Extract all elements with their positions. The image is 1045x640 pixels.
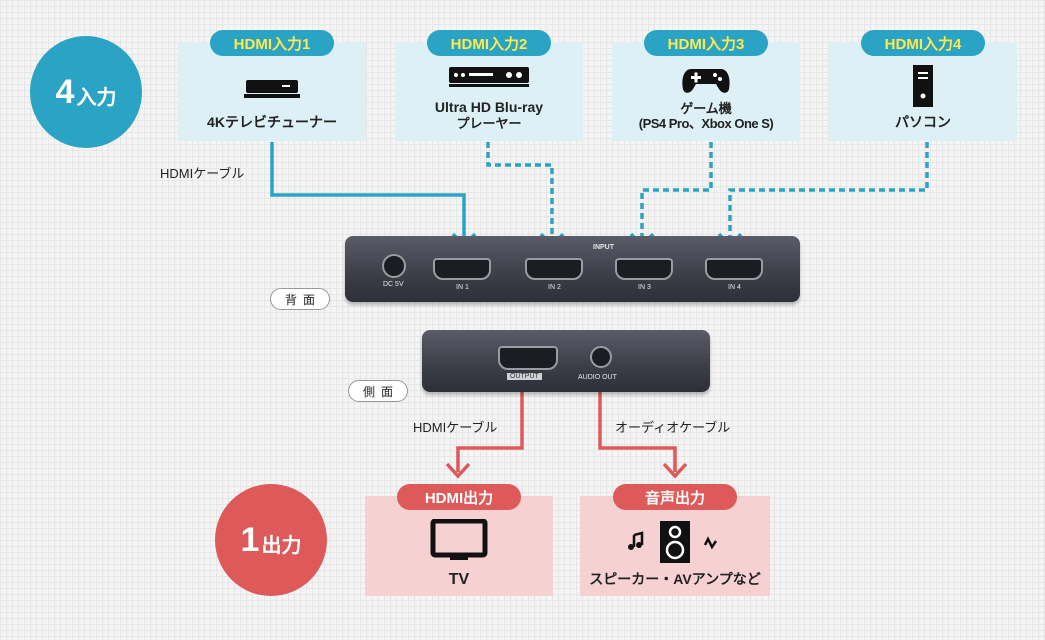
- input-2-name-line1: Ultra HD Blu-ray: [434, 99, 544, 115]
- output-hdmi-tag: HDMI出力: [397, 484, 521, 510]
- dc-jack: [382, 254, 406, 278]
- cable-in4: [728, 142, 929, 242]
- back-panel: INPUT DC 5V IN 1 IN 2 IN 3 IN 4: [345, 236, 800, 302]
- output-audio-box: スピーカー・AVアンプなど: [580, 496, 770, 596]
- port-in2: [525, 258, 583, 280]
- audio-out-label: AUDIO OUT: [578, 374, 617, 381]
- input-1-box: 4Kテレビチューナー: [178, 42, 366, 141]
- cable-in3: [640, 142, 713, 242]
- input-3-box: ゲーム機 (PS4 Pro、Xbox One S): [612, 42, 800, 141]
- input-2-tag: HDMI入力2: [427, 30, 551, 56]
- inputs-count-label: 入力: [76, 86, 117, 109]
- port-in1: [433, 258, 491, 280]
- port-in4: [705, 258, 763, 280]
- side-panel-tag: 側面: [348, 380, 408, 402]
- back-panel-tag: 背面: [270, 288, 330, 310]
- output-hdmi-box: TV: [365, 496, 553, 596]
- output-hdmi-name: TV: [448, 571, 470, 588]
- cable-in1: [270, 142, 466, 242]
- port-in1-label: IN 1: [456, 284, 469, 291]
- input-1-tag: HDMI入力1: [210, 30, 334, 56]
- input-2-name-line2: プレーヤー: [456, 116, 522, 131]
- input-2-box: Ultra HD Blu-ray プレーヤー: [395, 42, 583, 141]
- music-note-icon: [632, 531, 644, 547]
- gamepad-icon: [682, 69, 730, 93]
- output-audio-name: スピーカー・AVアンプなど: [589, 571, 761, 587]
- speaker-icon: [628, 521, 718, 563]
- input-3-name-line1: ゲーム機: [680, 101, 732, 116]
- audio-jack: [590, 346, 612, 368]
- tv-tuner-icon: [244, 80, 300, 98]
- port-output: [498, 346, 558, 370]
- cable-label-hdmi-out: HDMIケーブル: [413, 420, 498, 435]
- input-4-name: パソコン: [895, 114, 951, 130]
- pc-tower-icon: [913, 65, 933, 107]
- bluray-player-icon: [449, 67, 529, 87]
- input-3-tag: HDMI入力3: [644, 30, 768, 56]
- port-in4-label: IN 4: [728, 284, 741, 291]
- port-in3-label: IN 3: [638, 284, 651, 291]
- port-in2-label: IN 2: [548, 284, 561, 291]
- inputs-count-number: 4: [55, 72, 75, 111]
- port-in3: [615, 258, 673, 280]
- input-4-box: パソコン: [829, 42, 1017, 141]
- cable-label-input: HDMIケーブル: [160, 166, 245, 181]
- outputs-count-label: 出力: [261, 534, 302, 557]
- input-4-tag: HDMI入力4: [861, 30, 985, 56]
- input-1-name: 4Kテレビチューナー: [207, 114, 337, 130]
- power-label: DC 5V: [383, 281, 404, 288]
- tv-monitor-icon: [430, 519, 488, 560]
- cable-in2: [486, 142, 554, 242]
- output-audio-tag: 音声出力: [613, 484, 737, 510]
- cable-label-audio-out: オーディオケーブル: [615, 420, 731, 435]
- outputs-count-number: 1: [240, 520, 260, 559]
- input-3-name-line2: (PS4 Pro、Xbox One S): [638, 116, 774, 131]
- side-panel: OUTPUT AUDIO OUT: [422, 330, 710, 392]
- input-section-label: INPUT: [593, 244, 614, 251]
- output-label: OUTPUT: [507, 373, 542, 380]
